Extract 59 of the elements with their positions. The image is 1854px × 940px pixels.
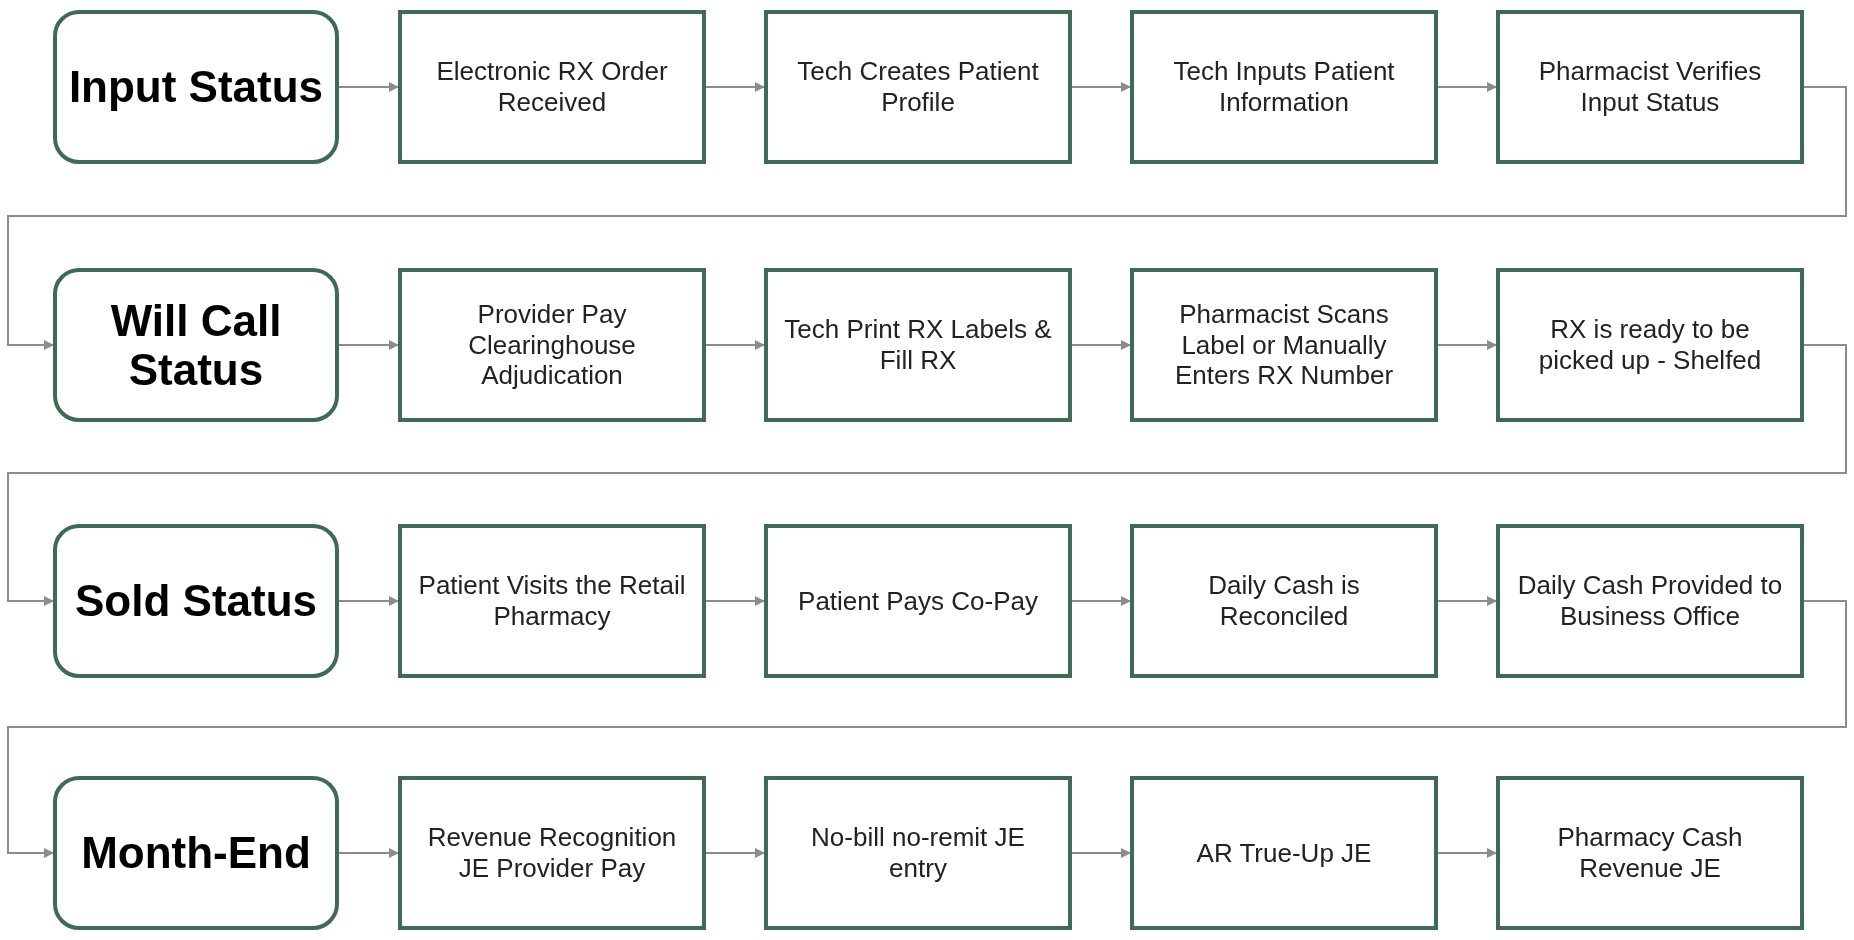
arrow bbox=[7, 86, 1847, 350]
arrow bbox=[338, 848, 399, 858]
arrow bbox=[338, 596, 399, 606]
step-label: Pharmacy Cash Revenue JE bbox=[1556, 822, 1744, 884]
arrow bbox=[1071, 596, 1131, 606]
process-box bbox=[398, 776, 706, 930]
status-label: Input Status bbox=[68, 62, 324, 112]
status-box bbox=[53, 524, 339, 678]
status-box bbox=[53, 268, 339, 422]
arrow bbox=[338, 340, 399, 350]
step-label: Patient Pays Co-Pay bbox=[798, 585, 1038, 617]
step-label: Revenue Recognition JE Provider Pay bbox=[426, 822, 678, 884]
step-label: Tech Creates Patient Profile bbox=[796, 56, 1040, 118]
process-box bbox=[1496, 776, 1804, 930]
process-box bbox=[1130, 524, 1438, 678]
process-box bbox=[398, 10, 706, 164]
step-label: Provider Pay Clearinghouse Adjudication bbox=[467, 299, 637, 391]
arrow bbox=[705, 596, 765, 606]
status-box bbox=[53, 776, 339, 930]
arrow bbox=[1437, 848, 1497, 858]
step-label: Pharmacist Verifies Input Status bbox=[1537, 56, 1763, 118]
arrow bbox=[1071, 82, 1131, 92]
step-label: Tech Print RX Labels & Fill RX bbox=[783, 314, 1053, 376]
process-box bbox=[398, 524, 706, 678]
step-label: AR True-Up JE bbox=[1196, 837, 1372, 869]
process-box bbox=[1130, 268, 1438, 422]
step-label: Patient Visits the Retail Pharmacy bbox=[417, 570, 687, 632]
arrow bbox=[7, 600, 1847, 858]
process-box bbox=[1496, 10, 1804, 164]
arrow bbox=[705, 82, 765, 92]
arrow bbox=[1437, 340, 1497, 350]
status-label: Will Call Status bbox=[109, 295, 283, 395]
process-box bbox=[1496, 268, 1804, 422]
arrow bbox=[1437, 596, 1497, 606]
step-label: Daily Cash Provided to Business Office bbox=[1516, 570, 1784, 632]
step-label: Electronic RX Order Received bbox=[435, 56, 669, 118]
process-box bbox=[764, 524, 1072, 678]
status-box bbox=[53, 10, 339, 164]
process-box bbox=[1496, 524, 1804, 678]
arrow bbox=[705, 340, 765, 350]
step-label: RX is ready to be picked up - Shelfed bbox=[1537, 314, 1763, 376]
step-label: No-bill no-remit JE entry bbox=[810, 822, 1026, 884]
process-box bbox=[1130, 776, 1438, 930]
arrow bbox=[705, 848, 765, 858]
status-label: Month-End bbox=[81, 828, 311, 878]
step-label: Tech Inputs Patient Information bbox=[1172, 56, 1396, 118]
status-label: Sold Status bbox=[75, 576, 317, 626]
process-box bbox=[764, 10, 1072, 164]
process-box bbox=[1130, 10, 1438, 164]
arrow bbox=[1071, 848, 1131, 858]
arrow bbox=[7, 344, 1847, 606]
arrow bbox=[1071, 340, 1131, 350]
process-box bbox=[398, 268, 706, 422]
arrow bbox=[338, 82, 399, 92]
step-label: Daily Cash is Reconciled bbox=[1207, 570, 1361, 632]
arrow bbox=[1437, 82, 1497, 92]
step-label: Pharmacist Scans Label or Manually Enters RX Number bbox=[1173, 299, 1395, 391]
process-box bbox=[764, 776, 1072, 930]
process-box bbox=[764, 268, 1072, 422]
